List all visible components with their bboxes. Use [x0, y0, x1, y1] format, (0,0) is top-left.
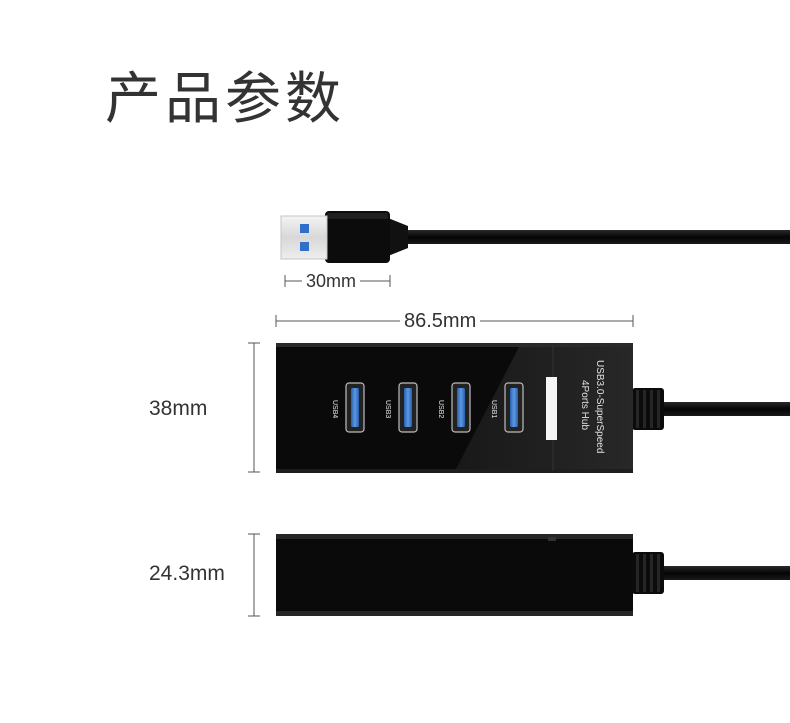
hub-side-body: [276, 534, 633, 616]
hub-port-usb4: USB4: [331, 382, 365, 433]
page-title: 产品参数: [105, 67, 345, 132]
hub-top-strain-relief: [632, 388, 664, 430]
hub-height-label: 24.3mm: [149, 562, 225, 585]
hub-width-label: 38mm: [149, 397, 208, 420]
usb-plug: [280, 211, 790, 263]
port-label-usb1: USB1: [490, 400, 497, 418]
plug-body: [325, 211, 390, 263]
port-label-usb4: USB4: [331, 400, 338, 418]
port-label-usb2: USB2: [437, 400, 444, 418]
hub-white-strip: [546, 377, 557, 440]
brand-line-1: USB3.0-SuperSpeed: [594, 360, 605, 453]
hub-port-usb3: USB3: [384, 382, 418, 433]
hub-side-strain-relief: [632, 552, 664, 594]
plug-cable: [400, 230, 790, 244]
plug-metal-connector: [280, 215, 328, 260]
plug-strain-relief: [388, 218, 408, 256]
hub-top-cable: [660, 402, 790, 416]
plug-contact-bottom: [300, 242, 309, 251]
hub-side-view: [276, 534, 790, 616]
hub-length-label: 86.5mm: [400, 311, 481, 331]
hub-width-dimension: [248, 342, 260, 473]
hub-side-cable: [660, 566, 790, 580]
plug-contact-top: [300, 224, 309, 233]
hub-port-usb1: USB1: [490, 382, 524, 433]
hub-height-dimension: [248, 533, 260, 617]
port-label-usb3: USB3: [384, 400, 391, 418]
hub-top-view: USB4 USB3 USB2 USB1 USB3.0-SuperSpeed 4P…: [276, 343, 790, 473]
plug-length-label: 30mm: [302, 272, 361, 290]
hub-top-gloss: [455, 345, 633, 471]
brand-line-2: 4Ports Hub: [579, 380, 590, 430]
hub-port-usb2: USB2: [437, 382, 471, 433]
